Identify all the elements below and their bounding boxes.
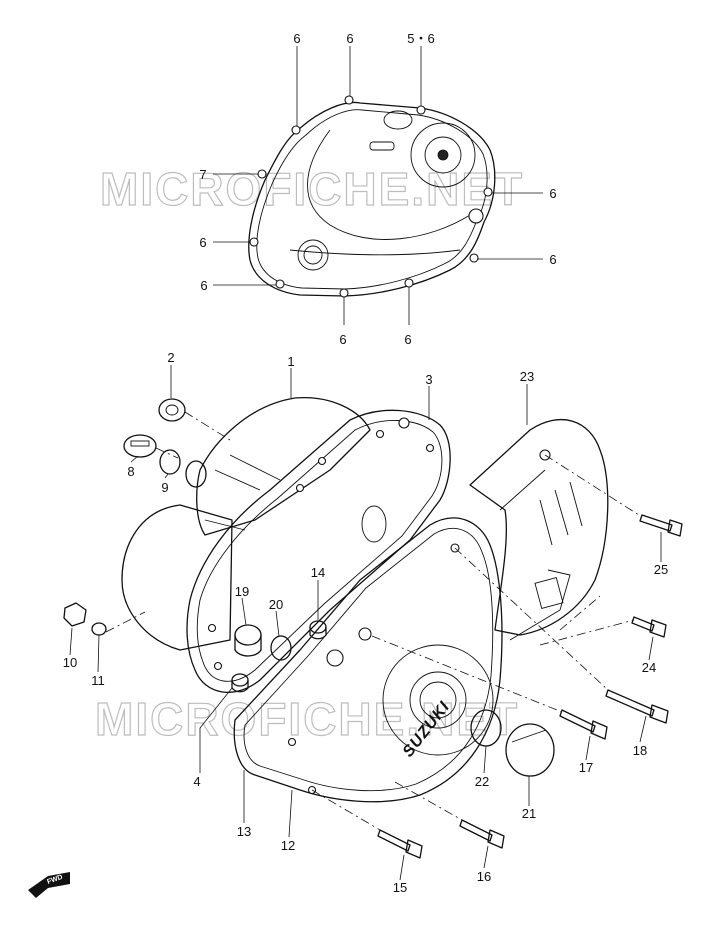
- callout-19: 19: [235, 584, 249, 599]
- filler-cap-8: [123, 434, 157, 458]
- plug-2: [158, 398, 186, 422]
- callout-7: 7: [199, 167, 206, 182]
- callout-16: 16: [477, 869, 491, 884]
- sprocket-cover: [469, 419, 609, 641]
- callout-22: 22: [475, 774, 489, 789]
- callout-labels: 6 6 5・6 7 6 6 6 6 6 6 2 1 3 23 8 9 25 19…: [63, 31, 668, 895]
- plug-19: [234, 624, 262, 657]
- callout-11: 11: [91, 673, 105, 688]
- callout-8: 8: [127, 464, 134, 479]
- bolt-17: [559, 709, 608, 740]
- o-ring-9: [159, 449, 181, 475]
- callout-5-6: 5・6: [407, 31, 434, 46]
- main-leaders: [69, 365, 662, 881]
- bolt-24: [631, 616, 667, 638]
- watermark-bottom: MICROFICHE.NET: [95, 693, 519, 745]
- dowel-14: [309, 620, 327, 640]
- callout-20: 20: [269, 597, 283, 612]
- clutch-cover-body: [121, 396, 371, 651]
- callout-18: 18: [633, 743, 647, 758]
- callout-3: 3: [425, 372, 432, 387]
- callout-4: 4: [193, 774, 200, 789]
- top-leaders: [213, 46, 543, 325]
- washer-11: [91, 622, 107, 636]
- bolt-16: [459, 819, 505, 849]
- callout-12: 12: [281, 838, 295, 853]
- o-ring-20: [270, 635, 292, 661]
- callout-14: 14: [311, 565, 325, 580]
- callout-13: 13: [237, 824, 251, 839]
- assembly-lines: [105, 411, 643, 831]
- bolt-25: [639, 514, 683, 537]
- callout-21: 21: [522, 806, 536, 821]
- callout-23: 23: [520, 369, 534, 384]
- clutch-cover-gasket: [248, 95, 496, 298]
- bolt-18: [605, 689, 669, 724]
- callout-2: 2: [167, 350, 174, 365]
- callout-10: 10: [63, 655, 77, 670]
- callout-17: 17: [579, 760, 593, 775]
- oil-seal: [185, 460, 207, 488]
- bolt-15: [377, 829, 423, 859]
- clutch-cover-gasket-3: [186, 409, 451, 693]
- forward-direction-arrow-icon: FWD: [28, 872, 70, 898]
- outer-cover: SUZUKI: [233, 517, 503, 803]
- callout-6b: 6: [346, 31, 353, 46]
- callout-6h: 6: [404, 332, 411, 347]
- callout-6c: 6: [549, 186, 556, 201]
- callout-6a: 6: [293, 31, 300, 46]
- callout-6f: 6: [200, 278, 207, 293]
- watermark-top: MICROFICHE.NET: [100, 163, 524, 215]
- callout-24: 24: [642, 660, 656, 675]
- callout-9: 9: [161, 480, 168, 495]
- callout-1: 1: [287, 354, 294, 369]
- cap-21: [505, 723, 555, 777]
- callout-6d: 6: [199, 235, 206, 250]
- callout-6g: 6: [339, 332, 346, 347]
- callout-15: 15: [393, 880, 407, 895]
- callout-6e: 6: [549, 252, 556, 267]
- bolt-10: [63, 602, 87, 627]
- callout-25: 25: [654, 562, 668, 577]
